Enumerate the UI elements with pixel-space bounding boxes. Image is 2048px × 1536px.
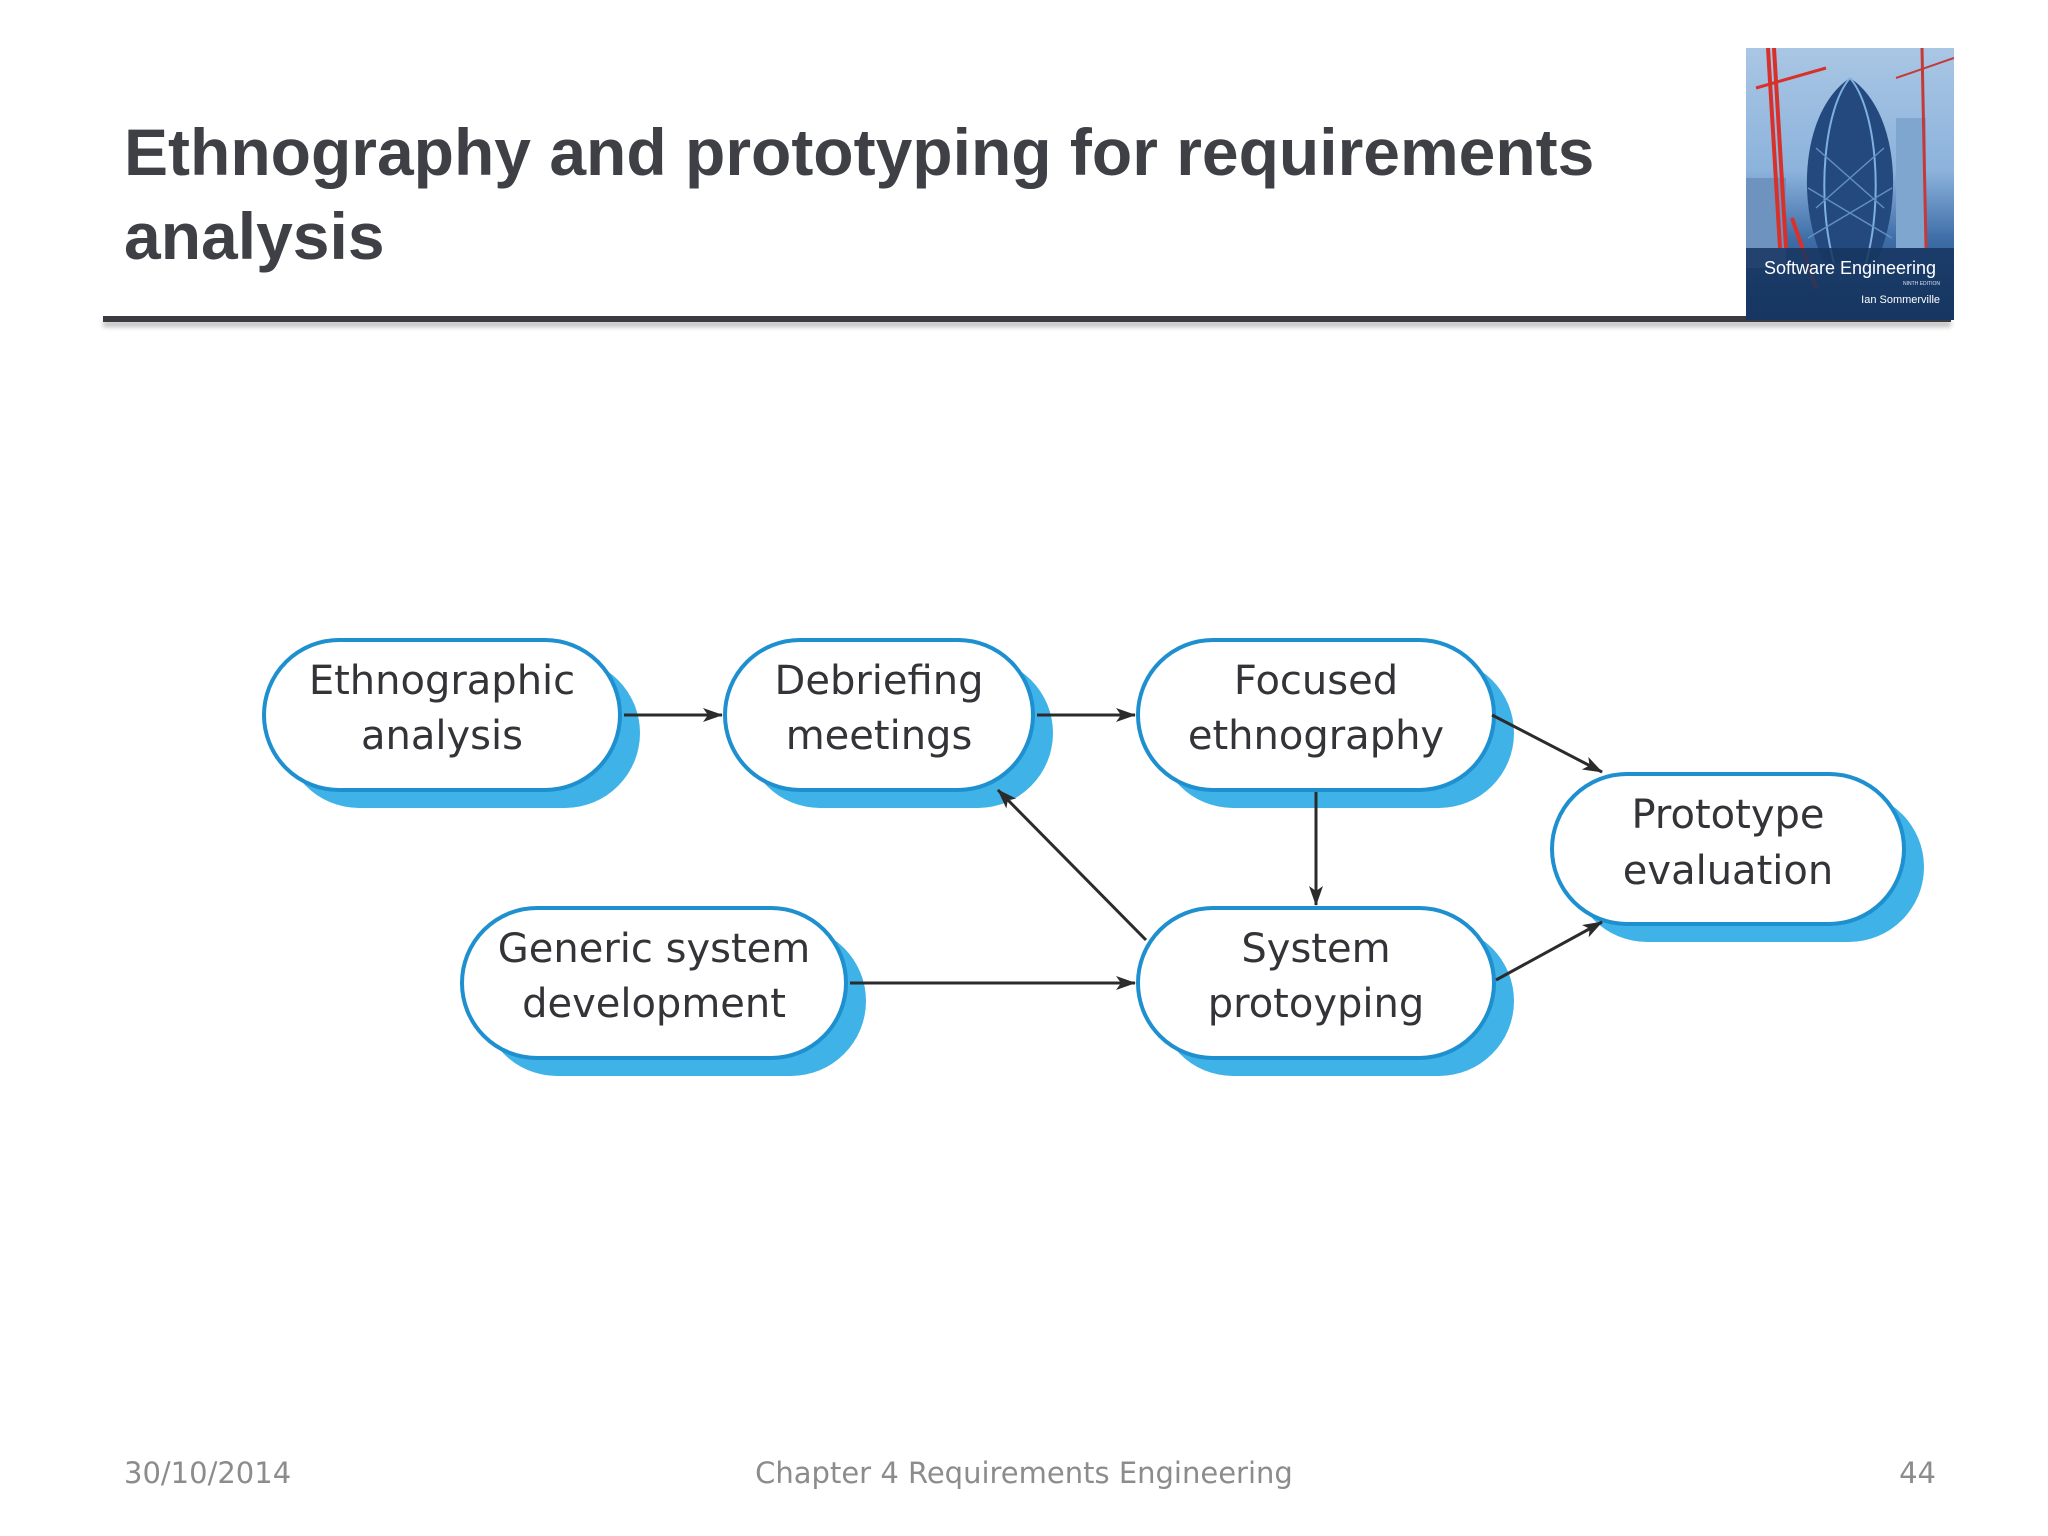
node-system-protoyping: System protoyping [1136,906,1514,1076]
node-debriefing-meetings: Debriefing meetings [723,638,1053,808]
book-cover-image: Software Engineering NINTH EDITION Ian S… [1746,48,1954,320]
slide-title: Ethnography and prototyping for requirem… [124,115,1595,273]
node-shape [1136,906,1496,1060]
footer-page-number: 44 [1899,1456,1936,1490]
node-generic-system-development: Generic system development [460,906,866,1076]
node-focused-ethnography: Focused ethnography [1136,638,1514,808]
cover-edition: NINTH EDITION [1903,281,1940,287]
footer-date: 30/10/2014 [124,1456,292,1490]
node-label-line1: Generic system [498,926,810,972]
arrow-system-protoyping-to-prototype-evaluation [1495,920,1603,982]
node-prototype-evaluation: Prototype evaluation [1550,772,1924,942]
cover-illustration [1746,48,1954,320]
arrow-focused-to-prototype-evaluation [1491,713,1603,774]
cover-title: Software Engineering [1763,258,1937,278]
cover-author: Ian Sommerville [1861,294,1940,306]
node-label-line2: evaluation [1623,848,1833,894]
node-label-line2: protoyping [1208,981,1425,1027]
node-label-line2: meetings [786,713,973,759]
node-label-line1: Prototype [1632,792,1825,838]
node-label-line1: System [1241,926,1390,972]
node-shape [723,638,1035,792]
node-shape [262,638,622,792]
node-shape [1550,772,1906,926]
arrow-system-protoyping-to-debriefing [996,788,1148,942]
node-label-line2: analysis [361,713,523,759]
node-label-line2: development [522,981,786,1027]
node-shape [460,906,848,1060]
footer-chapter-title: Chapter 4 Requirements Engineering [755,1456,1293,1490]
title-divider [103,316,1951,322]
node-label-line1: Focused [1234,658,1398,704]
node-label-line1: Ethnographic [309,658,575,704]
node-label-line2: ethnography [1188,713,1444,759]
node-ethnographic-analysis: Ethnographic analysis [262,638,640,808]
node-label-line1: Debriefing [775,658,984,704]
